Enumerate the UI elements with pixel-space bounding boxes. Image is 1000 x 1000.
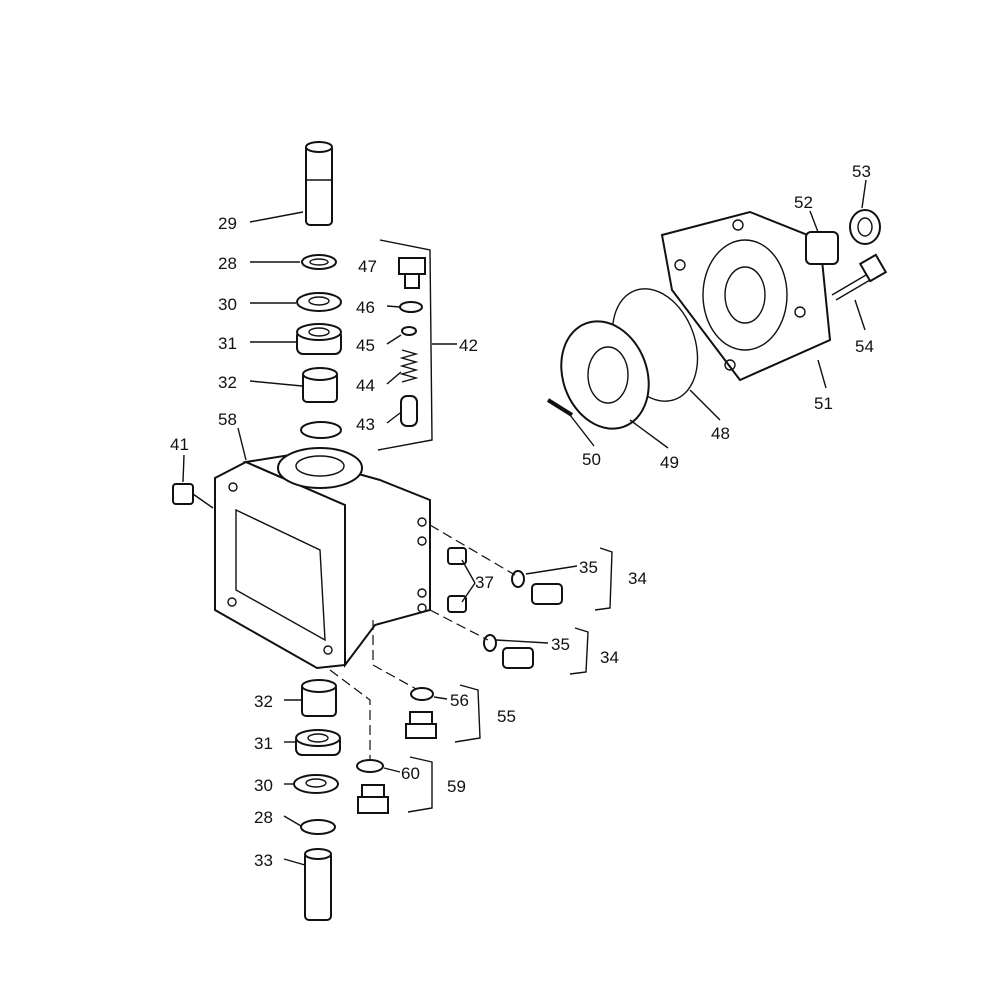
callout-label: 35 (551, 635, 570, 654)
washer-30-top (296, 292, 342, 312)
callout-label: 55 (497, 707, 516, 726)
callout-label: 44 (356, 376, 375, 395)
pin-50 (546, 398, 574, 417)
callout-label: 29 (218, 214, 237, 233)
bolt-54 (831, 253, 888, 301)
callout-label: 31 (254, 734, 273, 753)
callout-label: 59 (447, 777, 466, 796)
shaft-33 (304, 848, 332, 921)
plugs-37 (447, 547, 467, 613)
callout-label: 60 (401, 764, 420, 783)
axis-line (429, 524, 516, 576)
fitting-41 (172, 483, 214, 509)
seal-60 (356, 759, 384, 773)
bracket-42 (377, 239, 433, 451)
bracket-55 (454, 684, 481, 743)
callout-label: 50 (582, 450, 601, 469)
axis-line (429, 609, 489, 641)
snap-ring-28-bottom (300, 819, 336, 835)
callout-label: 51 (814, 394, 833, 413)
ring-45 (401, 326, 417, 336)
callout-label: 52 (794, 193, 813, 212)
seal-53 (849, 209, 881, 245)
plug-55 (405, 711, 437, 739)
bracket-34-a (594, 547, 613, 611)
callout-label: 30 (254, 776, 273, 795)
callout-label: 58 (218, 410, 237, 429)
bearing-52 (805, 231, 839, 265)
shaft-29 (305, 141, 333, 226)
callout-label: 32 (218, 373, 237, 392)
seal-46 (399, 301, 423, 313)
callout-label: 28 (254, 808, 273, 827)
callout-label: 28 (218, 254, 237, 273)
bearing-32-top (302, 367, 338, 403)
callout-label: 41 (170, 435, 189, 454)
callout-label: 31 (218, 334, 237, 353)
callout-label: 56 (450, 691, 469, 710)
axis-line (329, 669, 371, 760)
plugs-34 (502, 583, 563, 669)
callout-label: 45 (356, 336, 375, 355)
callout-label: 37 (475, 573, 494, 592)
callout-label: 48 (711, 424, 730, 443)
washer-30-bottom (293, 774, 339, 794)
bearing-31-bottom (295, 729, 341, 756)
callout-label: 46 (356, 298, 375, 317)
callout-label: 54 (855, 337, 874, 356)
plug-47 (398, 257, 426, 289)
bearing-32-bottom (301, 679, 337, 717)
callout-label: 34 (600, 648, 619, 667)
callout-labels: 29 28 30 31 32 47 46 45 44 43 42 58 41 53 52 54 51 48 49 50… (170, 162, 874, 870)
piston-43 (400, 395, 418, 427)
callout-label: 43 (356, 415, 375, 434)
bracket-34-b (569, 627, 589, 675)
seal-56 (410, 687, 434, 701)
callout-label: 34 (628, 569, 647, 588)
callout-label: 42 (459, 336, 478, 355)
callout-label: 33 (254, 851, 273, 870)
callout-label: 49 (660, 453, 679, 472)
housing-58 (214, 421, 431, 670)
callout-label: 35 (579, 558, 598, 577)
axis-line (372, 620, 419, 691)
callout-label: 53 (852, 162, 871, 181)
plug-59 (357, 784, 389, 814)
bracket-59 (407, 756, 433, 813)
callout-label: 32 (254, 692, 273, 711)
snap-ring-28-top (301, 254, 337, 270)
gear-plate-49 (560, 320, 650, 430)
callout-label: 47 (358, 257, 377, 276)
callout-label: 30 (218, 295, 237, 314)
bearing-31-top (296, 323, 342, 355)
leader-lines (182, 179, 867, 866)
spring-44 (399, 349, 419, 383)
cover-51 (660, 210, 832, 382)
